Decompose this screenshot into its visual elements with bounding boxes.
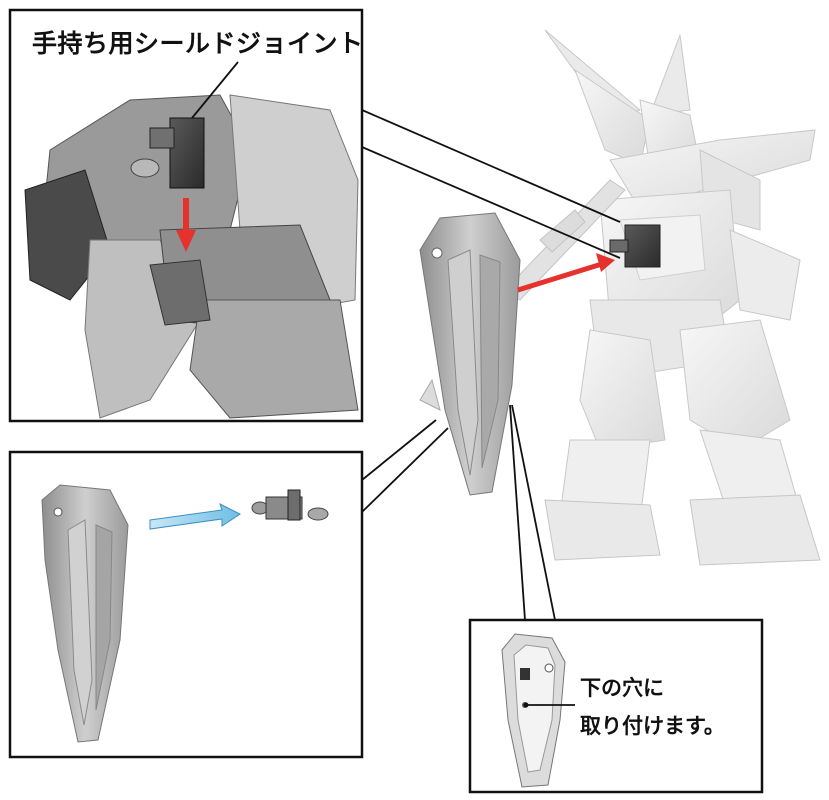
red-arrow-attach [517, 253, 615, 293]
connector-bl-bottom [361, 427, 449, 513]
instruction-line-1: 下の穴に [580, 676, 664, 700]
connector-br-left [509, 404, 526, 621]
connector-br-right [511, 404, 556, 621]
connector-line-top [361, 109, 621, 223]
shield-figure-middle [419, 212, 521, 496]
connector-line-bottom [361, 146, 621, 259]
connector-bl-top [361, 419, 437, 481]
instruction-line-2: 取り付けます。 [580, 714, 725, 738]
detail-panel-bottom-left [8, 450, 364, 759]
detail-panel-bottom-right [468, 618, 764, 794]
detail-panel-top-left [8, 8, 364, 423]
joint-part-label: 手持ち用シールドジョイント [32, 29, 364, 58]
robot-figure [504, 29, 821, 566]
